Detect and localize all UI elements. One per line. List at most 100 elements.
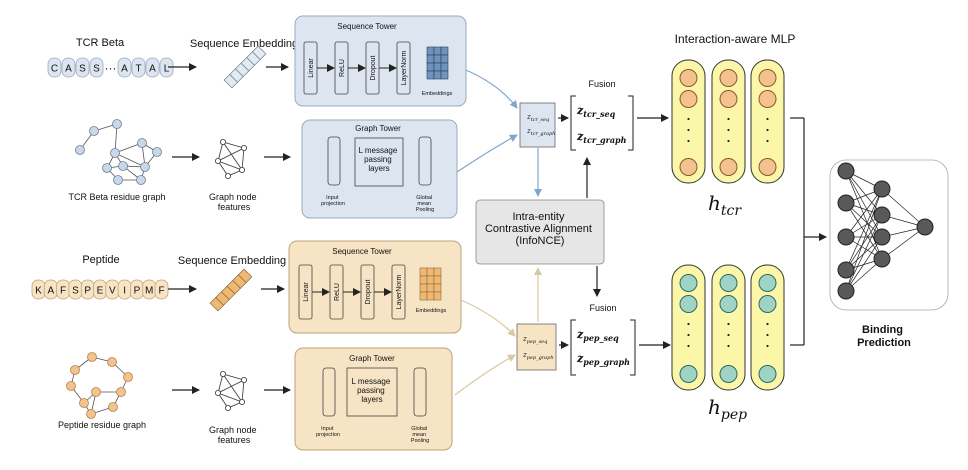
tcr-token-letter: A <box>65 64 72 75</box>
tcr-mlp-ellipsis-dot <box>766 128 769 132</box>
tcr-graph-node <box>113 175 123 185</box>
pep-pooling-label: Global mean Pooling <box>411 426 429 444</box>
pep-mlp-column <box>750 264 785 391</box>
pep-feature-node <box>219 370 226 377</box>
tcr-embedding-grid-cell <box>433 62 442 72</box>
pep-seq-to-z-arrow <box>460 299 516 337</box>
tcr-graph-node <box>140 162 150 172</box>
tcr-embedding-grid-cell <box>433 54 442 64</box>
pep-embedding-strip <box>209 268 253 312</box>
pep-graph-node <box>123 372 133 382</box>
pep-embedding-cell <box>237 268 253 284</box>
pep-feature-edge <box>222 373 243 403</box>
prediction-node <box>837 162 855 180</box>
prediction-edge <box>845 214 883 271</box>
tcr-message-passing-box <box>354 137 404 187</box>
pep-mlp-ellipsis-dot <box>727 322 730 326</box>
pep-mlp-ellipsis-dot <box>727 333 730 337</box>
prediction-node <box>873 206 891 224</box>
pep-token-letter: M <box>145 286 153 297</box>
tcr-graph-node <box>110 148 120 158</box>
prediction-node <box>837 228 855 246</box>
tcr-feature-edge <box>241 147 245 171</box>
pep-embedding-grid-cell <box>433 283 442 293</box>
pep-message-passing-box <box>346 367 398 417</box>
pep-mlp-ellipsis-dot <box>766 333 769 337</box>
pep-feature-node <box>214 389 221 396</box>
tcr-graph-node <box>136 175 146 185</box>
tcr-mlp-ellipsis-dot <box>687 139 690 143</box>
prediction-edge <box>881 188 926 228</box>
tcr-mlp-ellipsis-dot <box>766 139 769 143</box>
tcr-layer-label: Dropout <box>370 55 377 80</box>
pep-seq-embedding-label: Sequence Embedding <box>178 255 286 267</box>
prediction-edge <box>845 214 883 292</box>
pep-graph-node <box>79 398 89 408</box>
tcr-mlp-columns <box>671 59 785 184</box>
tcr-token-chip <box>117 57 132 78</box>
prediction-node <box>873 180 891 198</box>
pep-title: Peptide <box>82 254 119 266</box>
tcr-mlp-column <box>671 59 706 184</box>
pep-mlp-columns <box>671 264 785 391</box>
tcr-graph-node <box>102 163 112 173</box>
tcr-mlp-column <box>711 59 746 184</box>
h-tcr-label: htcr <box>708 191 742 219</box>
tcr-feature-node <box>219 138 226 145</box>
tcr-mlp-ellipsis-dot <box>727 117 730 121</box>
pep-layer-label: Dropout <box>365 279 372 304</box>
pep-graph-node <box>91 387 101 397</box>
pep-mlp-node <box>719 274 738 292</box>
tcr-mlp-ellipsis-dot <box>687 117 690 121</box>
tcr-token-letter: A <box>149 64 156 75</box>
tcr-node-features-graph <box>214 138 247 179</box>
pep-mlp-node <box>719 365 738 383</box>
pep-feature-edge <box>222 373 245 381</box>
pep-input-projection-label: Input projection <box>316 426 340 438</box>
pep-embedding-grid-cell <box>419 291 428 301</box>
tcr-feature-node <box>240 144 247 151</box>
tcr-embedding-grid-cell <box>440 46 449 56</box>
tcr-token-chip <box>131 57 146 78</box>
tcr-embedding-grid-cell <box>426 46 435 56</box>
prediction-edge <box>845 202 883 260</box>
pep-mlp-node <box>679 295 698 313</box>
pep-fusion-bracket: zpep_seq zpep_graph <box>570 319 636 376</box>
tcr-feature-edge <box>217 160 243 171</box>
pep-graph-tower-title: Graph Tower <box>349 354 395 363</box>
pep-graph-to-z-arrow <box>454 354 516 396</box>
pep-token-letter: P <box>134 286 141 297</box>
tcr-mlp-node <box>719 90 738 108</box>
pep-feature-node <box>240 376 247 383</box>
pep-layer-label: ReLU <box>334 283 341 301</box>
pep-feature-node <box>224 404 231 411</box>
tcr-graph-node <box>152 147 162 157</box>
tcr-token-letter: A <box>121 64 128 75</box>
prediction-node <box>873 228 891 246</box>
pep-graph-node <box>87 352 97 362</box>
pep-mlp-node <box>719 295 738 313</box>
svg-text:ztcr_seq: ztcr_seq <box>576 104 616 119</box>
alignment-label: Intra-entity Contrastive Alignment (Info… <box>485 211 595 247</box>
tcr-graph-tower-title: Graph Tower <box>355 124 401 133</box>
tcr-seq-embedding-label: Sequence Embedding <box>190 38 298 50</box>
pep-embedding-grid-cell <box>426 275 435 285</box>
tcr-token-letter: S <box>93 64 100 75</box>
tcr-token-chip <box>75 57 90 78</box>
pep-message-passing-label: L message passing layers <box>351 377 392 404</box>
tcr-embedding-cell <box>251 45 267 61</box>
pep-feature-edge <box>241 379 245 403</box>
tcr-mlp-node <box>758 69 777 87</box>
pep-seq-tower-title: Sequence Tower <box>332 247 392 256</box>
pep-embedding-grid-cell <box>433 275 442 285</box>
tcr-graph-node <box>112 119 122 129</box>
svg-text:ztcr_graph: ztcr_graph <box>526 127 555 137</box>
tcr-input-projection-box <box>327 136 341 186</box>
pep-embedding-grid-cell <box>419 267 428 277</box>
pep-embedding-grid-cell <box>426 267 435 277</box>
pep-graph-node <box>116 387 126 397</box>
mlp-title: Interaction-aware MLP <box>675 32 796 46</box>
